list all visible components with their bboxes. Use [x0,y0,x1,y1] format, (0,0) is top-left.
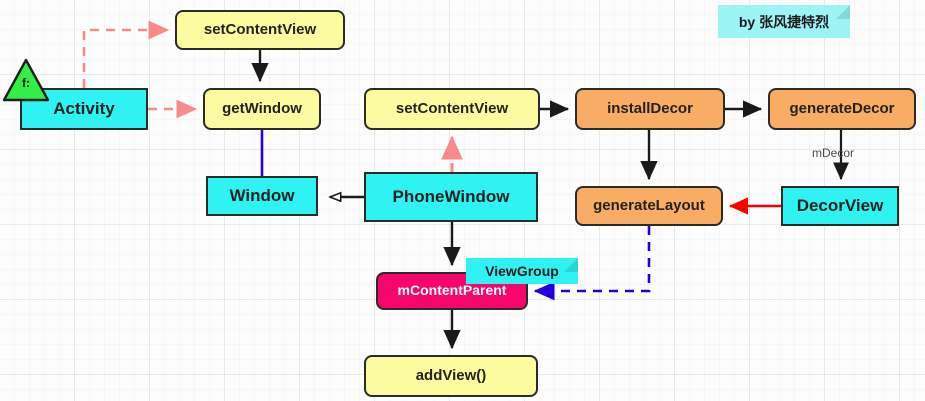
node-decorview[interactable]: DecorView [781,186,899,226]
node-phonewindow[interactable]: PhoneWindow [364,172,538,222]
note-credit: by 张风捷特烈 [718,5,850,38]
note-credit-label: by 张风捷特烈 [738,13,830,30]
node-setcontentview-window[interactable]: setContentView [364,88,540,130]
node-generatelayout[interactable]: generateLayout [575,186,723,226]
node-generatedecor[interactable]: generateDecor [768,88,916,130]
node-window[interactable]: Window [206,176,318,216]
node-activity[interactable]: Activity [20,88,148,130]
function-marker: f: [2,58,50,102]
node-setcontentview-activity[interactable]: setContentView [175,10,345,50]
edge-generatelayout-to-mcontentparent [533,226,651,301]
note-fold-icon [836,5,850,19]
node-installdecor[interactable]: installDecor [575,88,725,130]
node-addview[interactable]: addView() [364,355,538,397]
node-getwindow[interactable]: getWindow [203,88,321,130]
green-triangle-icon [2,58,50,102]
note-viewgroup-label: ViewGroup [485,263,559,279]
function-marker-label: f: [22,76,30,90]
note-fold-icon [564,258,578,272]
edge-activity-to-setcontentview [82,20,170,88]
edge-label-mdecor: mDecor [812,146,855,160]
note-viewgroup: ViewGroup [466,258,578,284]
